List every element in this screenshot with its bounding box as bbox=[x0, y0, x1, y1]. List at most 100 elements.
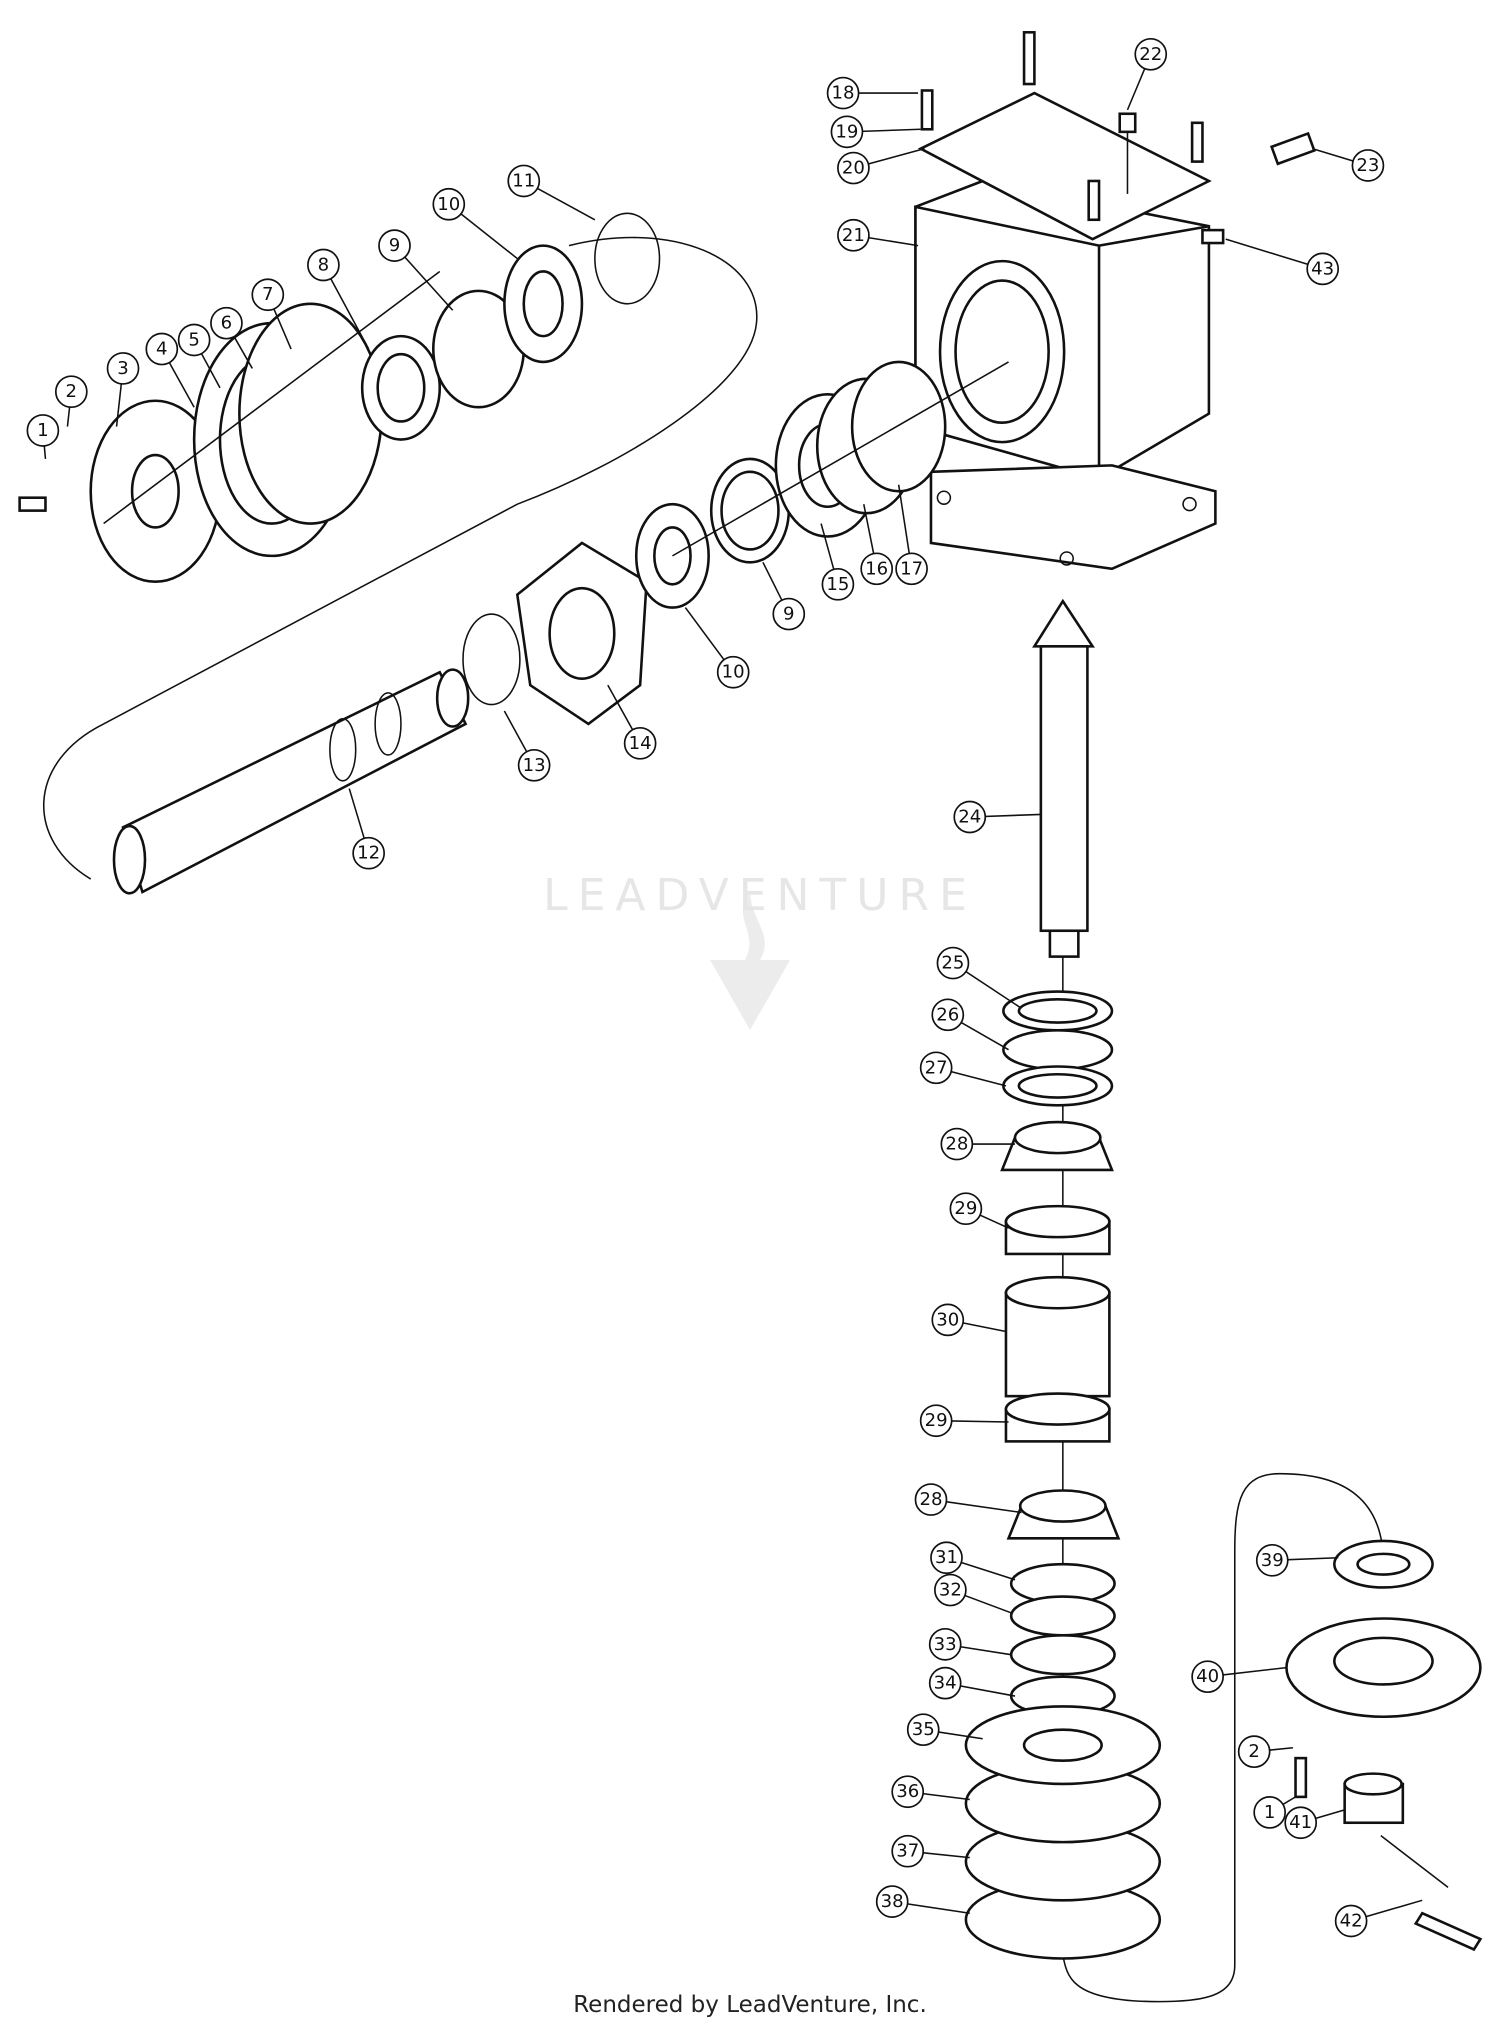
callout-26: 26 bbox=[931, 998, 1009, 1051]
callout-number: 31 bbox=[935, 1547, 958, 1568]
callout-circle bbox=[934, 1573, 967, 1607]
callout-number: 2 bbox=[66, 381, 78, 402]
callout-circle bbox=[352, 836, 385, 870]
callout-28: 28 bbox=[914, 1483, 1022, 1516]
callout-number: 28 bbox=[919, 1489, 942, 1510]
callout-3: 3 bbox=[106, 352, 140, 427]
callout-circle bbox=[1237, 1735, 1271, 1769]
callout-24: 24 bbox=[953, 800, 1041, 834]
callout-circle bbox=[928, 1666, 962, 1700]
callout-number: 11 bbox=[512, 170, 535, 191]
callout-number: 1 bbox=[37, 420, 49, 441]
assembly-loop-line-lower bbox=[1062, 1472, 1385, 2003]
callout-32: 32 bbox=[934, 1573, 1013, 1615]
callout-number: 10 bbox=[437, 194, 460, 215]
bevel-gear-14 bbox=[515, 541, 648, 726]
callout-33: 33 bbox=[928, 1627, 1012, 1661]
callout-number: 20 bbox=[842, 158, 865, 179]
footer-credit: Rendered by LeadVenture, Inc. bbox=[573, 1992, 927, 2018]
callout-16: 16 bbox=[860, 504, 894, 586]
callout-number: 7 bbox=[262, 284, 274, 305]
callout-number: 19 bbox=[835, 121, 858, 142]
callout-number: 38 bbox=[881, 1891, 904, 1912]
callout-circle bbox=[949, 1192, 983, 1226]
pinion-shaft-24 bbox=[1032, 598, 1095, 958]
callout-circle bbox=[432, 187, 466, 221]
callout-number: 2 bbox=[1248, 1741, 1260, 1762]
callout-1: 1 bbox=[1253, 1796, 1296, 1829]
callout-number: 9 bbox=[783, 604, 795, 625]
callout-circle bbox=[1334, 1904, 1368, 1938]
callout-number: 42 bbox=[1340, 1910, 1363, 1931]
callout-31: 31 bbox=[930, 1541, 1016, 1581]
plug-23 bbox=[1269, 131, 1316, 166]
callout-circle bbox=[930, 1541, 963, 1575]
callout-circle bbox=[931, 1303, 965, 1337]
watermark-text: LEADVENTURE bbox=[543, 870, 977, 921]
callout-number: 4 bbox=[156, 339, 168, 360]
callout-number: 13 bbox=[523, 755, 546, 776]
callout-circle bbox=[177, 323, 211, 357]
callout-29: 29 bbox=[949, 1192, 1009, 1229]
callout-38: 38 bbox=[875, 1885, 970, 1918]
callout-number: 30 bbox=[936, 1309, 959, 1330]
callout-circle bbox=[26, 414, 60, 447]
callout-2: 2 bbox=[1237, 1735, 1294, 1769]
callout-circle bbox=[1255, 1543, 1289, 1577]
callout-circle bbox=[891, 1775, 925, 1809]
callout-number: 5 bbox=[188, 329, 200, 350]
callout-number: 21 bbox=[842, 225, 865, 246]
callout-circle bbox=[517, 748, 551, 782]
callout-34: 34 bbox=[928, 1666, 1016, 1700]
callout-circle bbox=[837, 151, 870, 185]
callout-number: 34 bbox=[934, 1673, 957, 1694]
callout-2: 2 bbox=[54, 375, 88, 427]
callout-number: 12 bbox=[357, 843, 380, 864]
callout-circle bbox=[931, 998, 965, 1032]
callout-4: 4 bbox=[145, 332, 195, 408]
callout-15: 15 bbox=[820, 523, 855, 601]
callout-circle bbox=[875, 1885, 909, 1918]
callout-39: 39 bbox=[1255, 1543, 1339, 1577]
callout-number: 16 bbox=[865, 558, 888, 579]
callout-7: 7 bbox=[251, 278, 292, 350]
callout-6: 6 bbox=[210, 306, 253, 369]
callout-circle bbox=[1134, 37, 1168, 71]
callout-23: 23 bbox=[1312, 147, 1385, 182]
callout-number: 33 bbox=[934, 1634, 957, 1655]
watermark-logo bbox=[690, 880, 810, 1034]
callout-circle bbox=[895, 552, 928, 586]
callout-37: 37 bbox=[891, 1834, 970, 1868]
callout-number: 23 bbox=[1356, 155, 1379, 176]
snap-ring-13 bbox=[462, 613, 521, 706]
callout-number: 27 bbox=[925, 1057, 948, 1078]
callout-25: 25 bbox=[936, 946, 1022, 1009]
leader-arrow bbox=[1225, 238, 1323, 270]
callout-14: 14 bbox=[607, 684, 657, 760]
callout-circle bbox=[1351, 149, 1385, 182]
callout-9: 9 bbox=[762, 561, 806, 631]
assembly-loop-line bbox=[43, 236, 758, 880]
callout-circle bbox=[106, 352, 140, 385]
callout-circle bbox=[772, 597, 806, 631]
callout-number: 3 bbox=[117, 358, 129, 379]
input-shaft bbox=[112, 668, 470, 895]
callout-number: 29 bbox=[925, 1410, 948, 1431]
callout-circle bbox=[54, 375, 88, 409]
callout-number: 24 bbox=[958, 807, 981, 828]
callout-circle bbox=[623, 726, 657, 760]
callout-number: 40 bbox=[1196, 1666, 1219, 1687]
flange-assembly bbox=[18, 212, 661, 584]
callout-18: 18 bbox=[826, 76, 919, 110]
callout-number: 10 bbox=[722, 662, 745, 683]
callout-number: 36 bbox=[896, 1781, 919, 1802]
callout-circle bbox=[1306, 252, 1340, 286]
gearbox-housing bbox=[914, 179, 1217, 571]
callout-circle bbox=[860, 552, 894, 586]
callout-number: 35 bbox=[912, 1719, 935, 1740]
callout-8: 8 bbox=[307, 248, 370, 350]
callout-number: 14 bbox=[629, 733, 652, 754]
callout-29: 29 bbox=[919, 1404, 1009, 1438]
callout-circle bbox=[716, 655, 750, 689]
